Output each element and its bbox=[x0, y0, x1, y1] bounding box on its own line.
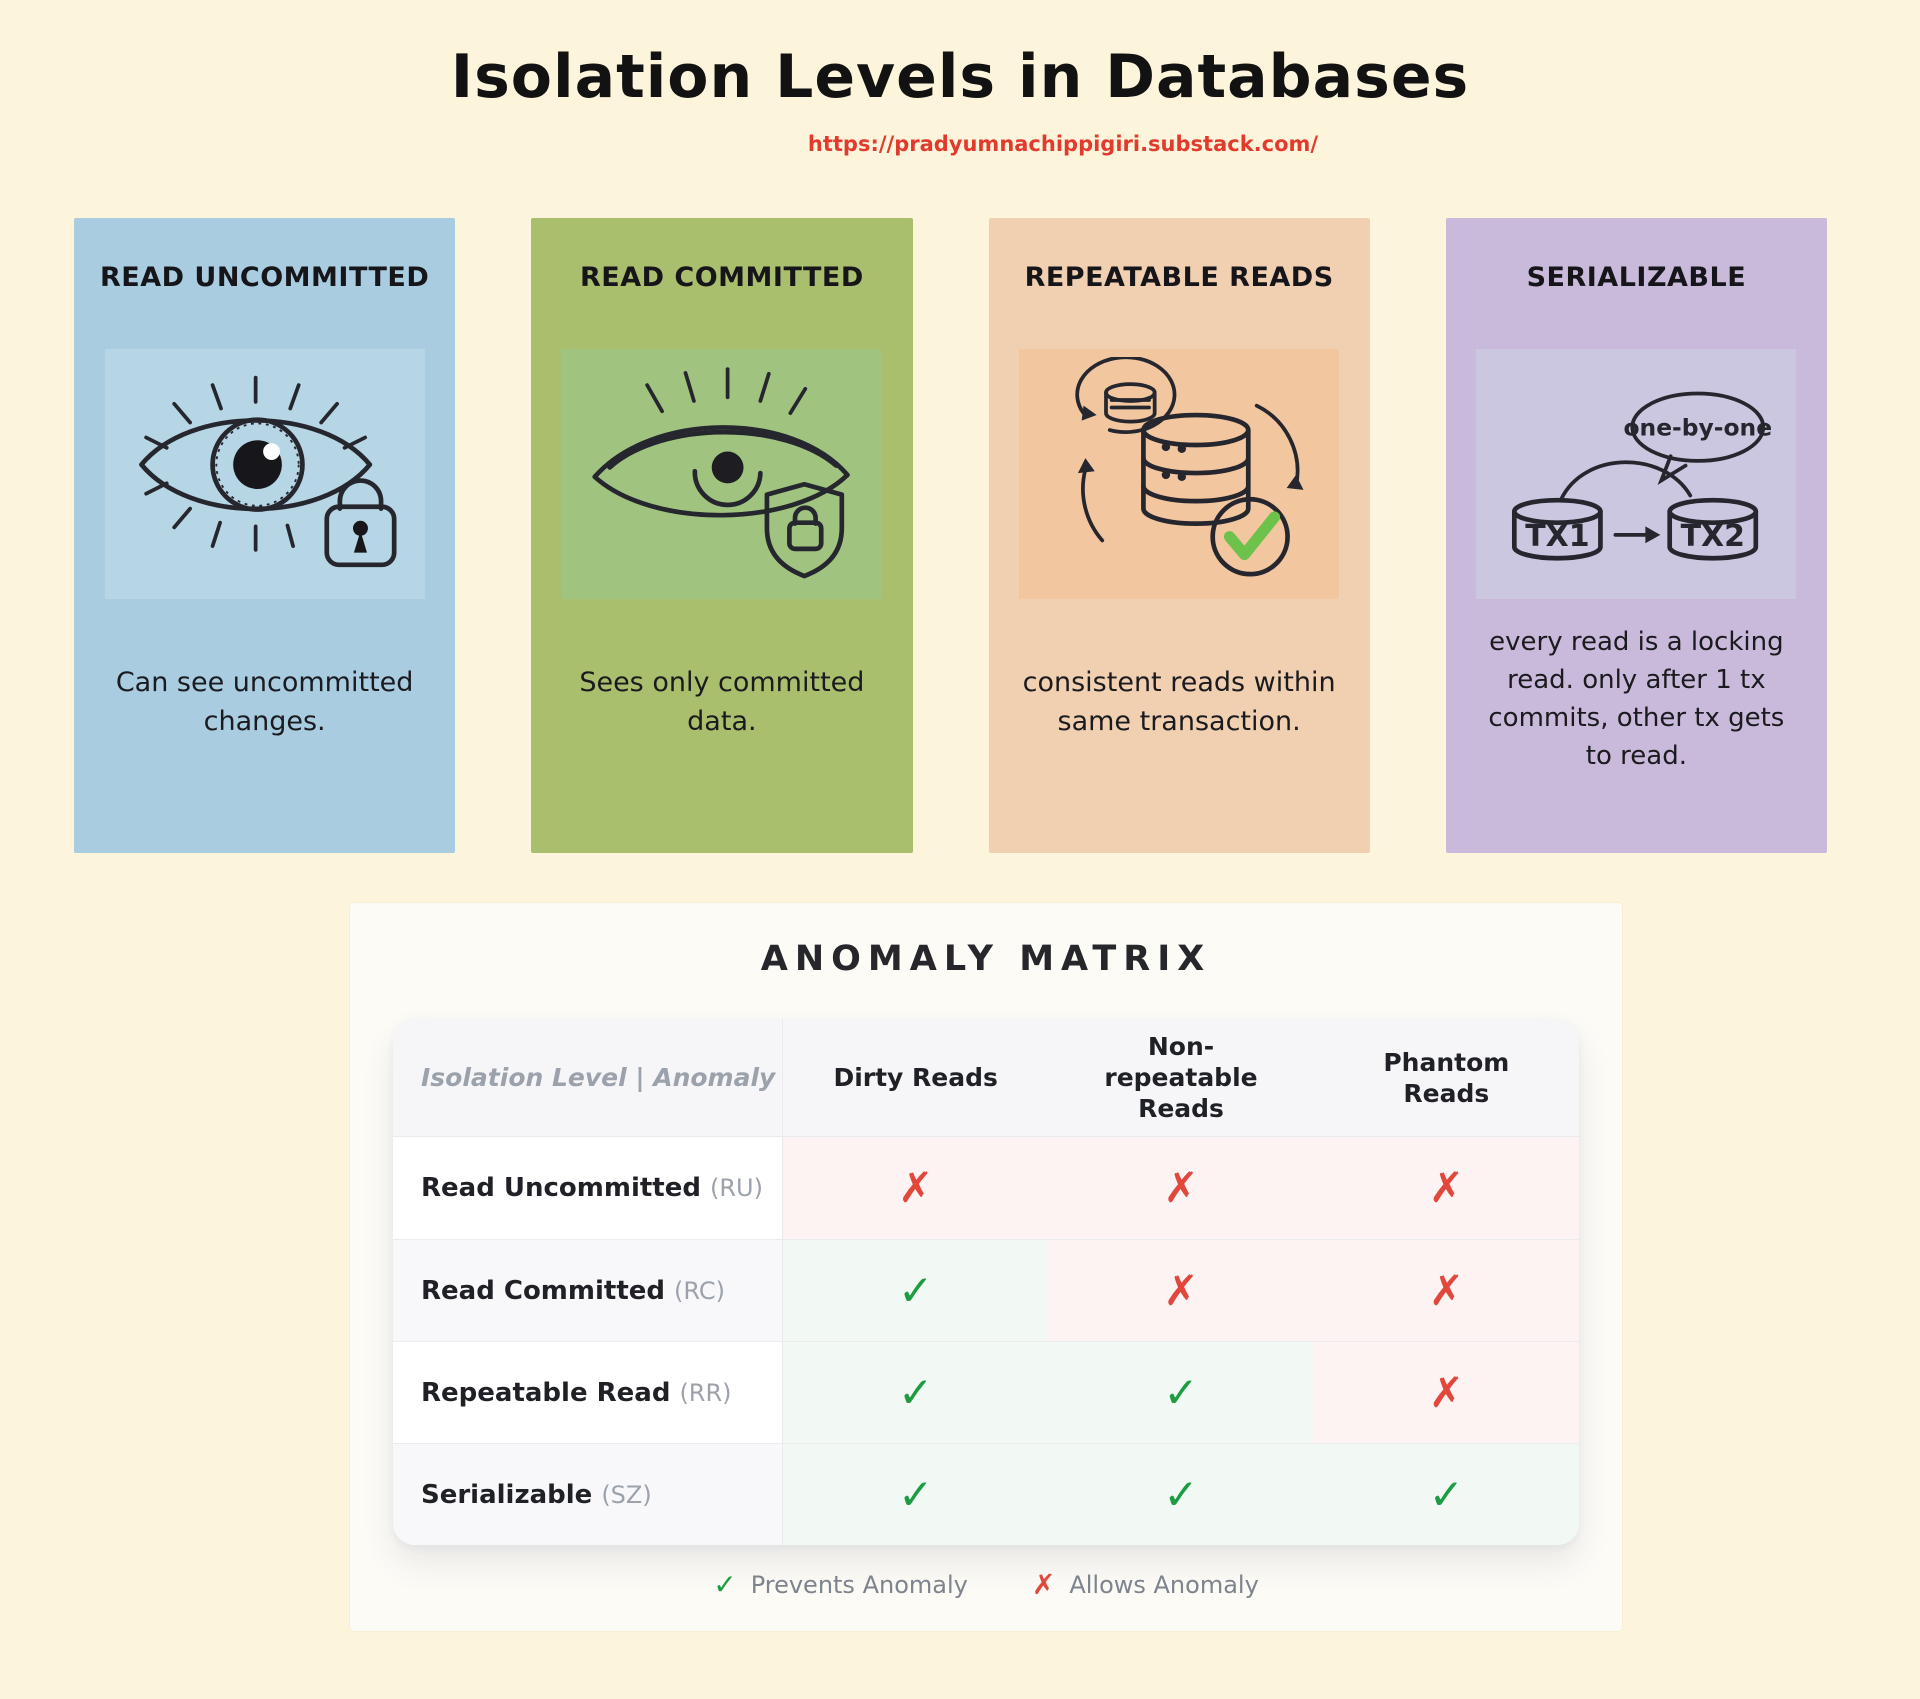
row-label-cell: Serializable (SZ) bbox=[393, 1444, 783, 1545]
bubble-label: one-by-one bbox=[1624, 414, 1773, 442]
cross-icon: ✗ bbox=[1428, 1367, 1464, 1417]
mark-cell: ✗ bbox=[1048, 1240, 1314, 1341]
eye-shield-icon bbox=[592, 367, 850, 579]
table-row: Read Committed (RC) ✓ ✗ ✗ bbox=[393, 1239, 1579, 1341]
mark-cell: ✓ bbox=[1048, 1444, 1314, 1545]
column-header-phantom-reads: Phantom Reads bbox=[1383, 1047, 1510, 1108]
cross-icon: ✗ bbox=[1031, 1568, 1056, 1601]
card-title: READ COMMITTED bbox=[579, 262, 864, 293]
card-title: REPEATABLE READS bbox=[1024, 262, 1334, 293]
isolation-level-cards: READ UNCOMMITTED bbox=[74, 218, 1827, 853]
mark-cell: ✗ bbox=[1313, 1240, 1579, 1341]
table-row: Repeatable Read (RR) ✓ ✓ ✗ bbox=[393, 1341, 1579, 1443]
page-url-wrap: https://pradyumnachippigiri.substack.com… bbox=[103, 132, 1920, 156]
anomaly-matrix-title: ANOMALY MATRIX bbox=[760, 939, 1212, 979]
check-icon: ✓ bbox=[898, 1265, 934, 1315]
matrix-body: Read Uncommitted (RU) ✗ ✗ ✗ Read Committed (RC… bbox=[393, 1137, 1579, 1545]
mark-cell: ✗ bbox=[1313, 1342, 1579, 1443]
mark-cell: ✗ bbox=[1048, 1137, 1314, 1239]
isolation-level-abbr: (RR) bbox=[679, 1378, 732, 1407]
legend-item-prevents: ✓ Prevents Anomaly bbox=[713, 1568, 968, 1601]
cross-icon: ✗ bbox=[898, 1163, 934, 1212]
check-icon: ✓ bbox=[898, 1367, 934, 1417]
check-icon: ✓ bbox=[1163, 1367, 1199, 1417]
column-header-dirty-reads: Dirty Reads bbox=[833, 1063, 998, 1092]
card-title: SERIALIZABLE bbox=[1526, 262, 1747, 293]
anomaly-matrix-panel: ANOMALY MATRIX Isolation Level | Anomaly… bbox=[350, 903, 1622, 1631]
isolation-level-name: Serializable bbox=[421, 1479, 593, 1510]
isolation-level-abbr: (RC) bbox=[674, 1276, 725, 1305]
mark-cell: ✓ bbox=[783, 1444, 1049, 1545]
check-icon: ✓ bbox=[1428, 1469, 1464, 1519]
cross-icon: ✗ bbox=[1163, 1265, 1199, 1315]
mark-cell: ✗ bbox=[783, 1137, 1049, 1239]
mark-cell: ✗ bbox=[1313, 1137, 1579, 1239]
legend-label: Prevents Anomaly bbox=[750, 1571, 968, 1599]
eye-lock-icon bbox=[138, 375, 397, 568]
database-refresh-check-icon bbox=[1075, 357, 1304, 577]
page-title: Isolation Levels in Databases bbox=[450, 42, 1470, 112]
tx1-label: TX1 bbox=[1526, 519, 1590, 554]
card-illustration bbox=[1019, 349, 1340, 599]
row-label-cell: Read Committed (RC) bbox=[393, 1240, 783, 1341]
isolation-level-name: Repeatable Read bbox=[421, 1377, 671, 1408]
card-read-uncommitted: READ UNCOMMITTED bbox=[74, 218, 456, 853]
corner-header: Isolation Level | Anomaly bbox=[393, 1019, 783, 1136]
tx-sequence-icon: one-by-one TX1 TX2 bbox=[1512, 391, 1773, 561]
mark-cell: ✓ bbox=[1048, 1342, 1314, 1443]
card-description: Can see uncommitted changes. bbox=[115, 667, 414, 737]
isolation-level-abbr: (SZ) bbox=[601, 1480, 652, 1509]
table-row: Serializable (SZ) ✓ ✓ ✓ bbox=[393, 1443, 1579, 1545]
cross-icon: ✗ bbox=[1428, 1163, 1464, 1212]
card-repeatable-reads: REPEATABLE READS bbox=[988, 218, 1370, 853]
cross-icon: ✗ bbox=[1428, 1265, 1464, 1315]
legend: ✓ Prevents Anomaly ✗ Allows Anomaly bbox=[350, 1568, 1622, 1601]
card-description: consistent reads within same transaction… bbox=[1022, 667, 1336, 737]
mark-cell: ✓ bbox=[783, 1342, 1049, 1443]
row-label-cell: Read Uncommitted (RU) bbox=[393, 1137, 783, 1239]
check-icon: ✓ bbox=[1163, 1469, 1199, 1519]
card-illustration bbox=[104, 349, 425, 599]
column-header-non-repeatable-reads: Non-repeatable Reads bbox=[1104, 1032, 1258, 1123]
card-read-committed: READ COMMITTED Sees on bbox=[531, 218, 913, 853]
isolation-level-name: Read Committed bbox=[421, 1275, 666, 1306]
card-description: every read is a locking read. only after… bbox=[1488, 627, 1785, 771]
isolation-level-abbr: (RU) bbox=[709, 1174, 763, 1202]
row-label-cell: Repeatable Read (RR) bbox=[393, 1342, 783, 1443]
tx2-label: TX2 bbox=[1681, 519, 1745, 554]
mark-cell: ✓ bbox=[1313, 1444, 1579, 1545]
cross-icon: ✗ bbox=[1163, 1163, 1199, 1212]
table-header-row: Isolation Level | Anomaly Dirty Reads No… bbox=[393, 1019, 1579, 1137]
legend-item-allows: ✗ Allows Anomaly bbox=[1031, 1568, 1259, 1601]
anomaly-matrix-table: Isolation Level | Anomaly Dirty Reads No… bbox=[393, 1019, 1579, 1545]
table-row: Read Uncommitted (RU) ✗ ✗ ✗ bbox=[393, 1137, 1579, 1239]
mark-cell: ✓ bbox=[783, 1240, 1049, 1341]
card-serializable: SERIALIZABLE one-by-one TX1 TX2 bbox=[1445, 218, 1827, 853]
legend-label: Allows Anomaly bbox=[1069, 1571, 1259, 1599]
card-illustration: one-by-one TX1 TX2 bbox=[1476, 349, 1797, 599]
card-description: Sees only committed data. bbox=[579, 667, 865, 737]
isolation-level-name: Read Uncommitted bbox=[421, 1173, 701, 1203]
card-title: READ UNCOMMITTED bbox=[99, 262, 430, 293]
substack-link[interactable]: https://pradyumnachippigiri.substack.com… bbox=[807, 132, 1319, 156]
check-icon: ✓ bbox=[898, 1469, 934, 1519]
card-illustration bbox=[561, 349, 882, 599]
check-icon: ✓ bbox=[713, 1568, 737, 1601]
